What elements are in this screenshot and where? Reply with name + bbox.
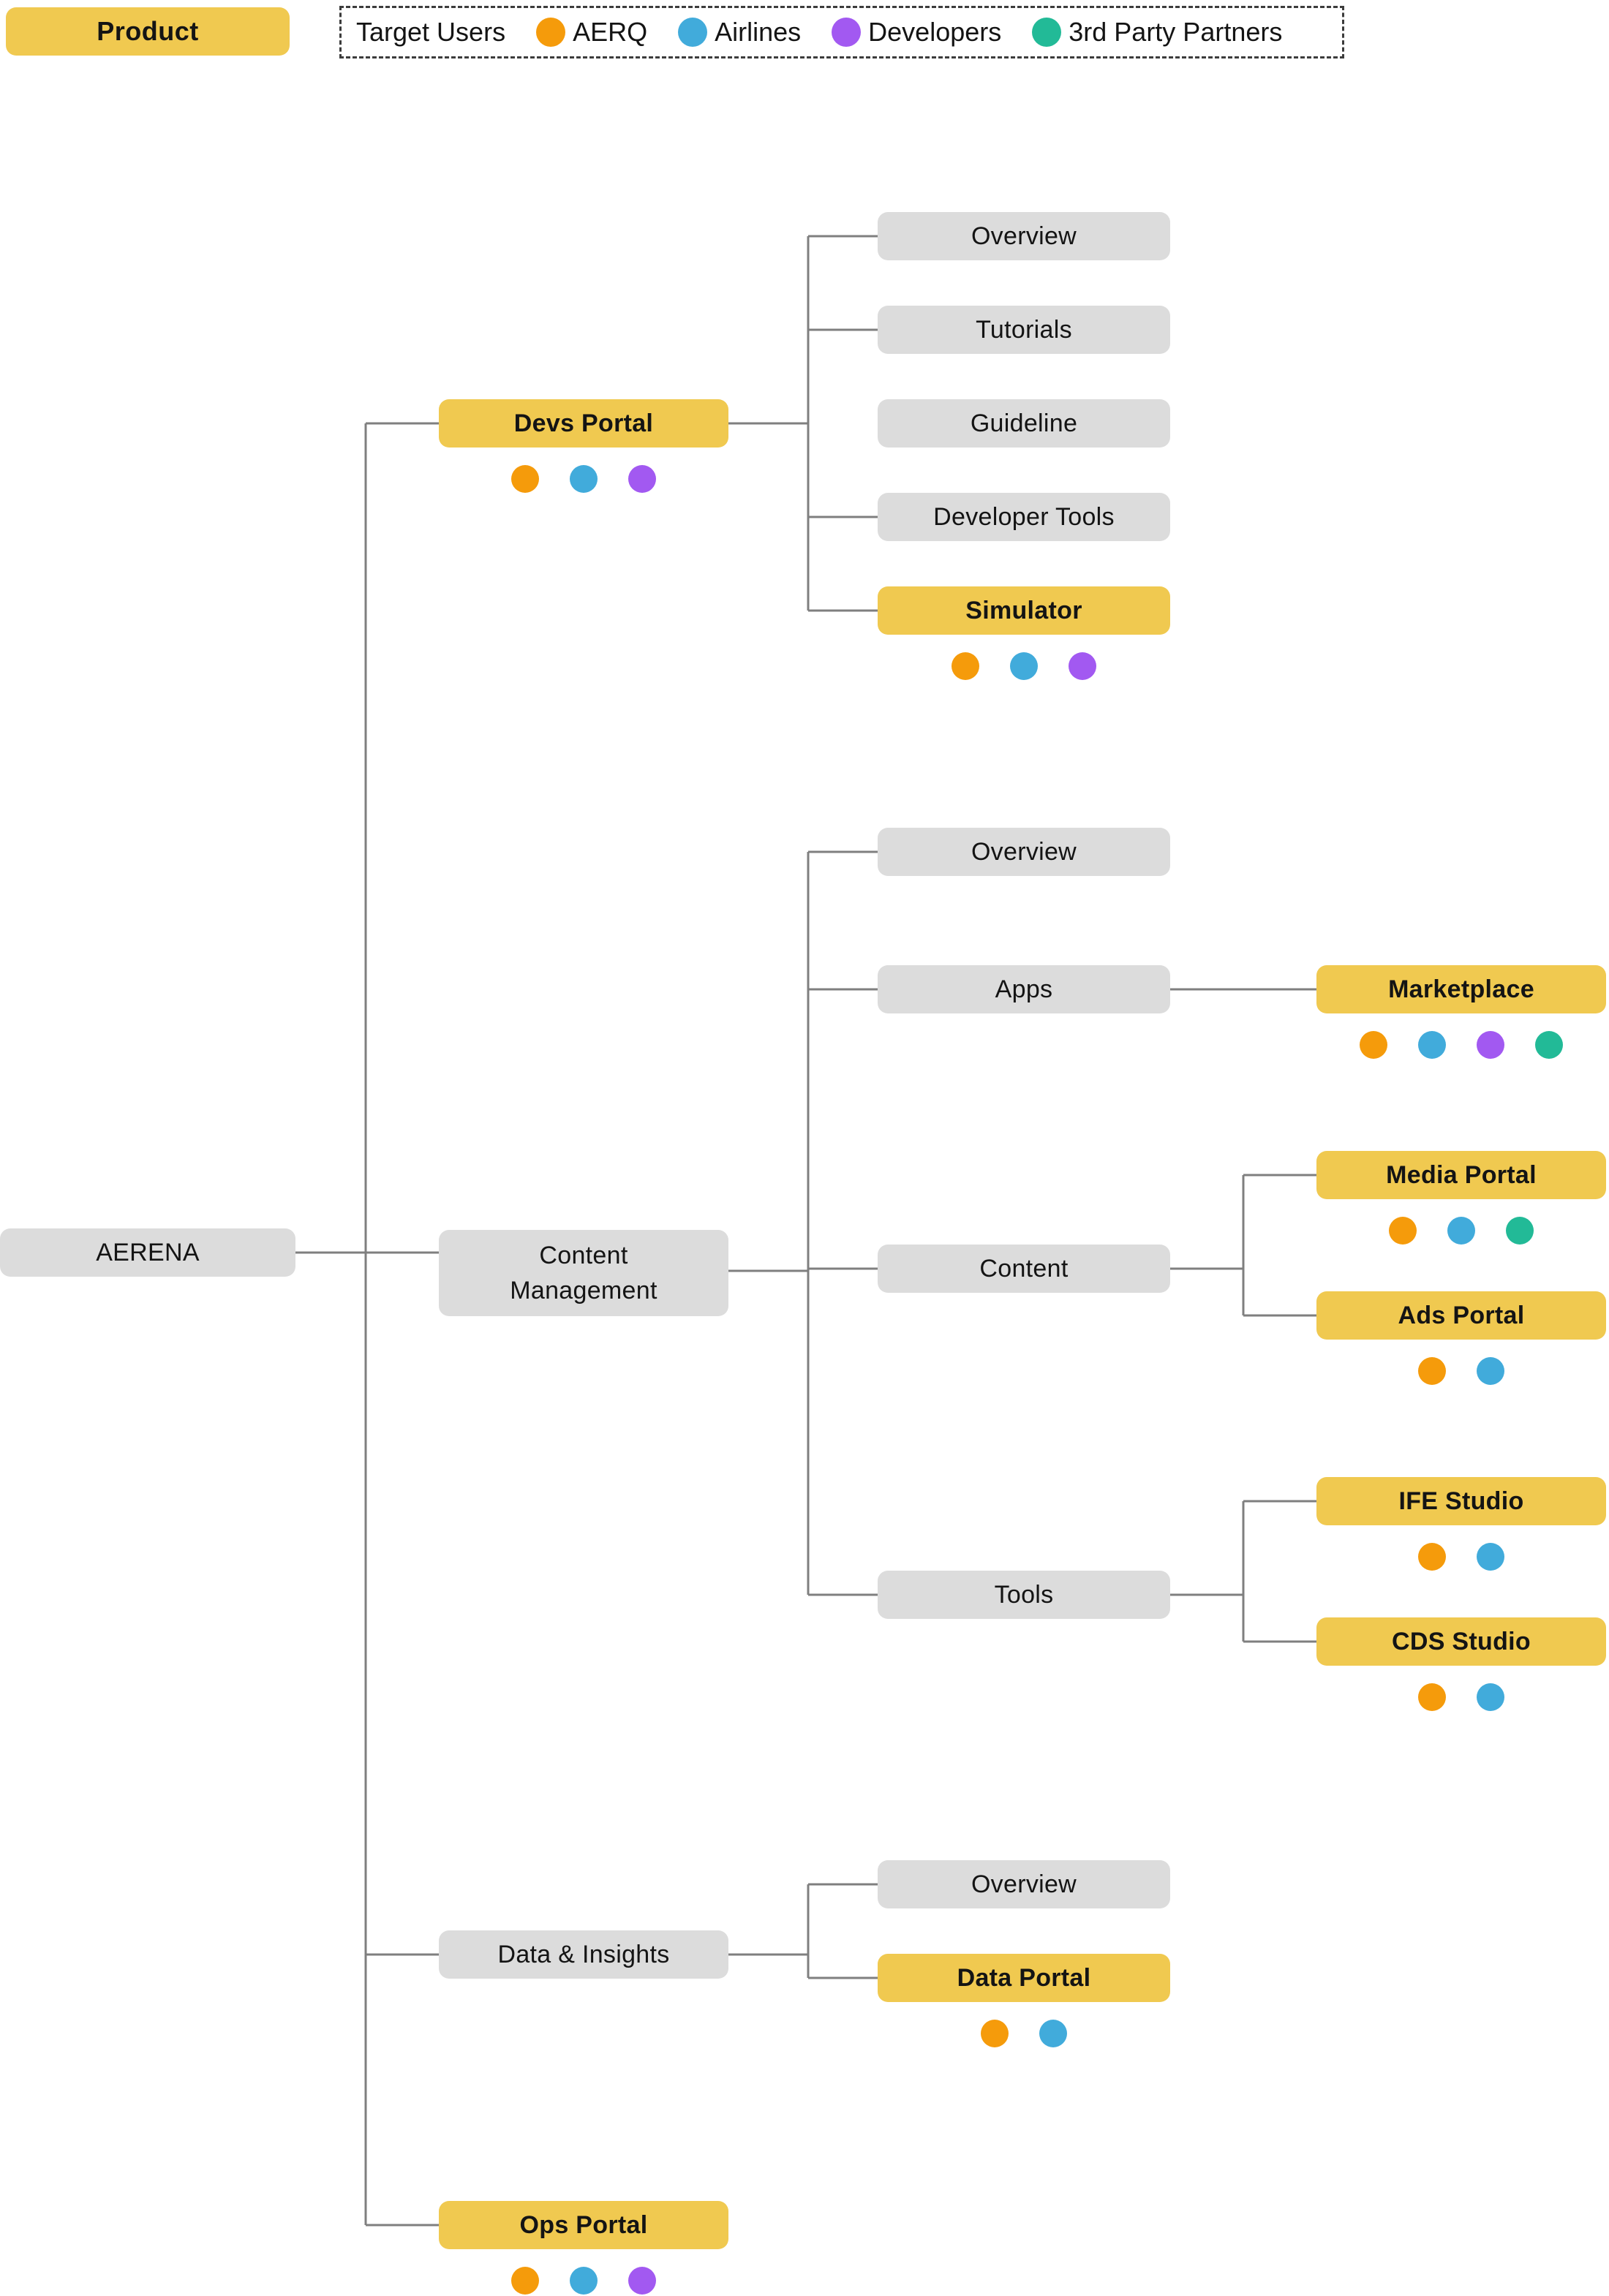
partners-dot bbox=[1535, 1031, 1563, 1059]
node-ads-portal: Ads Portal bbox=[1316, 1291, 1606, 1340]
node-developer-tools: Developer Tools bbox=[878, 493, 1170, 541]
aerq-dot bbox=[1418, 1543, 1446, 1571]
node-data-portal: Data Portal bbox=[878, 1954, 1170, 2002]
node-guideline: Guideline bbox=[878, 399, 1170, 448]
aerq-dot bbox=[1418, 1683, 1446, 1711]
node-label: Apps bbox=[995, 975, 1053, 1003]
airlines-dot bbox=[1418, 1031, 1446, 1059]
node-label: Data Portal bbox=[957, 1963, 1091, 1992]
node-label: Devs Portal bbox=[513, 409, 654, 437]
ife-studio-target-dots bbox=[1316, 1543, 1606, 1571]
developers-dot bbox=[628, 465, 656, 493]
aerq-dot bbox=[952, 652, 979, 680]
node-simulator: Simulator bbox=[878, 586, 1170, 635]
aerq-dot bbox=[511, 465, 539, 493]
ops-portal-target-dots bbox=[439, 2267, 728, 2295]
legend-item-label: AERQ bbox=[573, 17, 648, 47]
node-apps: Apps bbox=[878, 965, 1170, 1013]
node-label: Content Management bbox=[510, 1242, 657, 1304]
node-ops-portal: Ops Portal bbox=[439, 2201, 728, 2249]
node-label: Tutorials bbox=[976, 315, 1072, 344]
partners-dot bbox=[1032, 18, 1062, 47]
node-label: IFE Studio bbox=[1398, 1487, 1524, 1515]
node-label: AERENA bbox=[96, 1238, 200, 1266]
node-label: Data & Insights bbox=[497, 1940, 670, 1968]
airlines-dot bbox=[1477, 1357, 1504, 1385]
node-label: Marketplace bbox=[1388, 975, 1534, 1003]
node-label: Overview bbox=[971, 1870, 1077, 1898]
media-portal-target-dots bbox=[1316, 1217, 1606, 1245]
aerq-dot bbox=[536, 18, 566, 47]
airlines-dot bbox=[1010, 652, 1038, 680]
partners-dot bbox=[1506, 1217, 1534, 1245]
node-label: Ops Portal bbox=[519, 2210, 648, 2239]
node-label: Tools bbox=[994, 1580, 1054, 1609]
ads-portal-target-dots bbox=[1316, 1357, 1606, 1385]
content-management-children-lines bbox=[728, 850, 878, 1596]
aerq-dot bbox=[1360, 1031, 1387, 1059]
legend-item-label: 3rd Party Partners bbox=[1069, 17, 1283, 47]
node-devs-portal: Devs Portal bbox=[439, 399, 728, 448]
product-key-badge: Product bbox=[6, 7, 290, 56]
legend-title: Target Users bbox=[356, 17, 506, 47]
cds-studio-target-dots bbox=[1316, 1683, 1606, 1711]
target-users-legend: Target Users AERQ Airlines Developers 3r… bbox=[339, 6, 1344, 58]
node-label: Developer Tools bbox=[933, 502, 1115, 531]
developers-dot bbox=[1477, 1031, 1504, 1059]
node-cds-studio: CDS Studio bbox=[1316, 1617, 1606, 1666]
node-label: Overview bbox=[971, 837, 1077, 866]
developers-dot bbox=[1069, 652, 1096, 680]
node-tutorials: Tutorials bbox=[878, 306, 1170, 354]
simulator-target-dots bbox=[878, 652, 1170, 680]
product-key-label: Product bbox=[97, 16, 199, 46]
legend-item-airlines: Airlines bbox=[678, 17, 801, 48]
node-label: CDS Studio bbox=[1392, 1627, 1531, 1655]
data-insights-children-lines bbox=[728, 1883, 878, 1979]
airlines-dot bbox=[678, 18, 708, 47]
legend-item-developers: Developers bbox=[832, 17, 1001, 48]
node-label: Media Portal bbox=[1386, 1160, 1537, 1189]
airlines-dot bbox=[1477, 1543, 1504, 1571]
aerq-dot bbox=[1389, 1217, 1417, 1245]
node-media-portal: Media Portal bbox=[1316, 1151, 1606, 1199]
node-content-management: Content Management bbox=[439, 1230, 728, 1316]
airlines-dot bbox=[570, 2267, 598, 2295]
marketplace-target-dots bbox=[1316, 1031, 1606, 1059]
node-cm-overview: Overview bbox=[878, 828, 1170, 876]
node-marketplace: Marketplace bbox=[1316, 965, 1606, 1013]
aerq-dot bbox=[981, 2020, 1009, 2047]
developers-dot bbox=[832, 18, 862, 47]
node-label: Guideline bbox=[970, 409, 1078, 437]
node-content: Content bbox=[878, 1245, 1170, 1293]
node-label: Ads Portal bbox=[1398, 1301, 1525, 1329]
node-tools: Tools bbox=[878, 1571, 1170, 1619]
devs-portal-children-lines bbox=[728, 235, 878, 612]
trunk-lines bbox=[295, 422, 439, 2227]
airlines-dot bbox=[1477, 1683, 1504, 1711]
node-devs-overview: Overview bbox=[878, 212, 1170, 260]
node-label: Simulator bbox=[965, 596, 1082, 624]
airlines-dot bbox=[1039, 2020, 1067, 2047]
node-aerena: AERENA bbox=[0, 1228, 295, 1277]
legend-item-3rd-party-partners: 3rd Party Partners bbox=[1032, 17, 1282, 48]
node-di-overview: Overview bbox=[878, 1860, 1170, 1908]
aerq-dot bbox=[511, 2267, 539, 2295]
tools-children-lines bbox=[1170, 1500, 1316, 1643]
node-label: Overview bbox=[971, 222, 1077, 250]
content-children-lines bbox=[1170, 1174, 1316, 1317]
airlines-dot bbox=[1447, 1217, 1475, 1245]
data-portal-target-dots bbox=[878, 2020, 1170, 2047]
legend-item-label: Developers bbox=[868, 17, 1002, 47]
developers-dot bbox=[628, 2267, 656, 2295]
node-data-insights: Data & Insights bbox=[439, 1930, 728, 1979]
legend-item-aerq: AERQ bbox=[536, 17, 647, 48]
aerq-dot bbox=[1418, 1357, 1446, 1385]
node-ife-studio: IFE Studio bbox=[1316, 1477, 1606, 1525]
devs-portal-target-dots bbox=[439, 465, 728, 493]
node-label: Content bbox=[979, 1254, 1069, 1283]
legend-item-label: Airlines bbox=[715, 17, 802, 47]
airlines-dot bbox=[570, 465, 598, 493]
